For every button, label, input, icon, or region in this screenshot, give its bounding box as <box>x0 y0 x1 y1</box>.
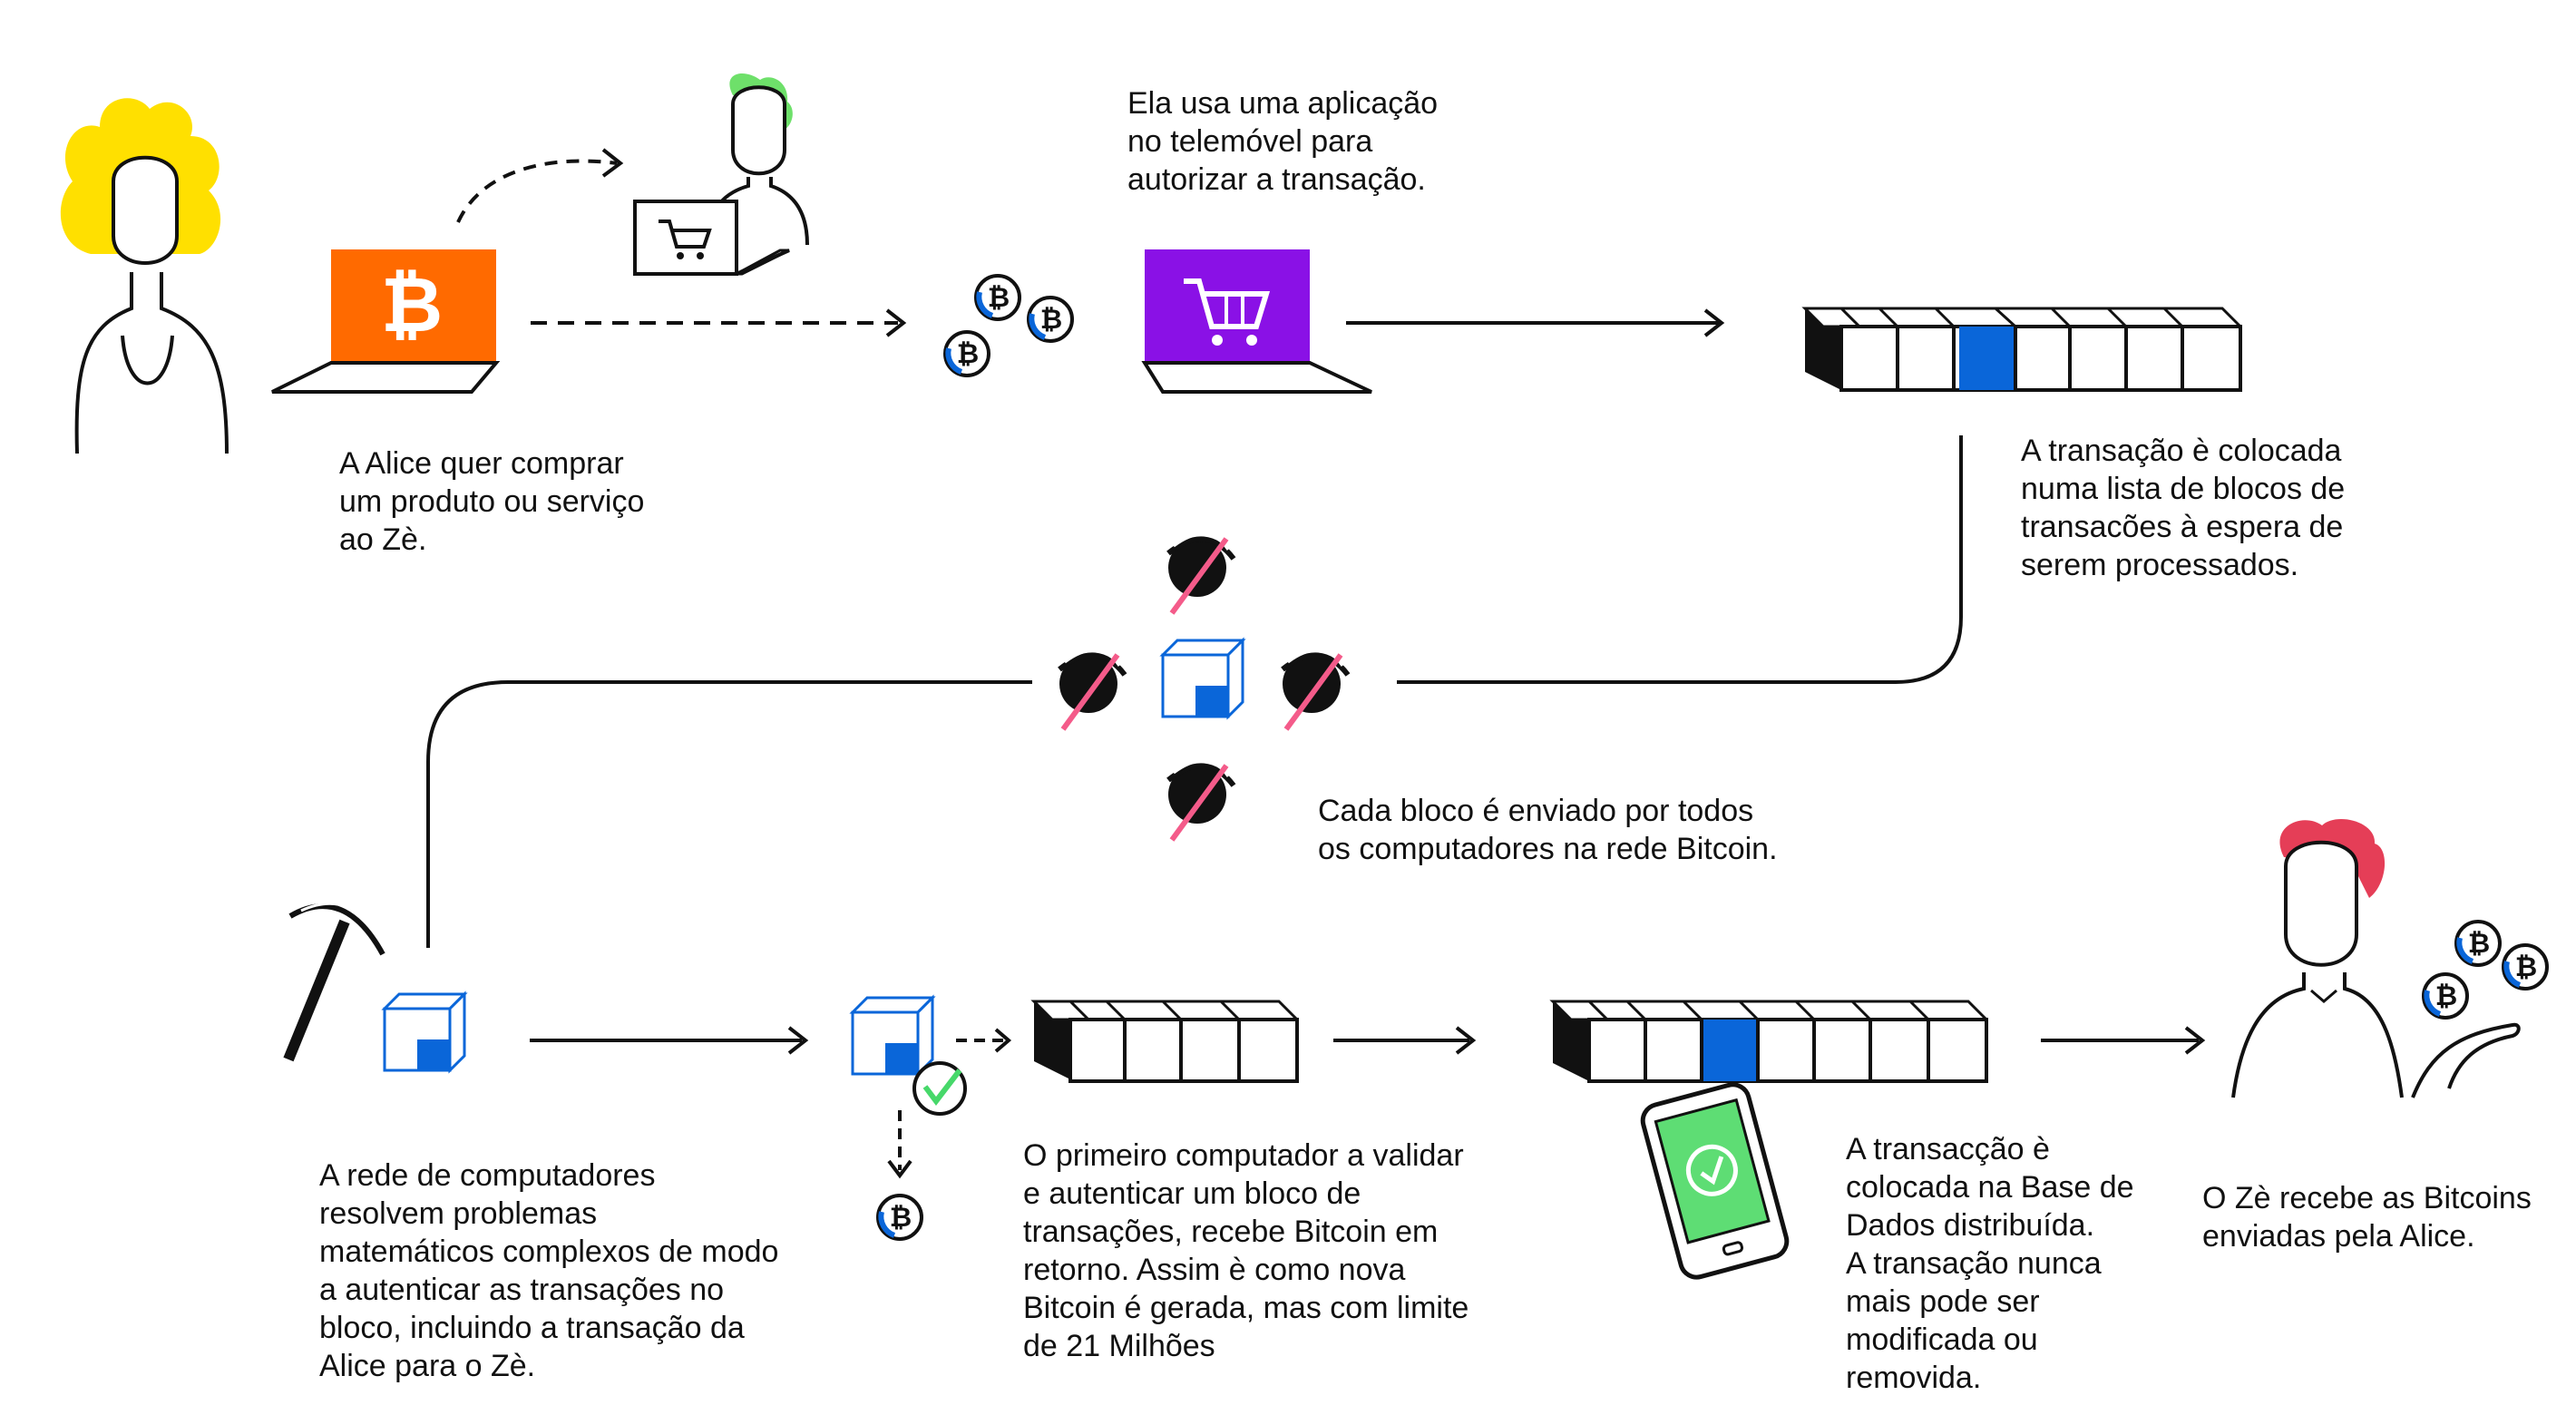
arrowhead <box>2184 1026 2206 1055</box>
caption-line: de 21 Milhões <box>1023 1329 1215 1363</box>
caption-broadcast: Cada bloco é enviado por todos os computa… <box>1318 792 1778 868</box>
caption-line: enviadas pela Alice. <box>2202 1219 2475 1254</box>
caption-line: Bitcoin é gerada, mas com limite <box>1023 1291 1469 1325</box>
laptop-bitcoin-icon: ₿ <box>271 249 501 394</box>
pickaxe-icon <box>1168 534 1234 613</box>
caption-line: A transação nunca <box>1846 1246 2102 1281</box>
caption-line: bloco, incluindo a transação da <box>319 1311 745 1345</box>
bitcoin-coin-icon <box>878 1195 922 1239</box>
caption-line: transacões à espera de <box>2021 510 2344 544</box>
caption-line: colocada na Base de <box>1846 1170 2134 1205</box>
cube-icon <box>383 992 466 1072</box>
bitcoin-coin-icon <box>2456 922 2500 965</box>
arrowhead <box>994 1028 1012 1053</box>
caption-line: e autenticar um bloco de <box>1023 1176 1361 1211</box>
caption-line: Alice para o Zè. <box>319 1349 536 1383</box>
caption-line: A rede de computadores <box>319 1158 656 1193</box>
bitcoin-coin-icon <box>976 276 1020 319</box>
caption-line: transações, recebe Bitcoin em <box>1023 1215 1439 1249</box>
caption-line: modificada ou <box>1846 1322 2038 1357</box>
caption-line: Cada bloco é enviado por todos <box>1318 794 1754 828</box>
cube-icon <box>1161 639 1244 718</box>
pickaxe-icon <box>1283 650 1348 729</box>
ze-figure <box>2231 818 2521 1098</box>
caption-line: Dados distribuída. <box>1846 1208 2095 1243</box>
caption-line: ao Zè. <box>339 522 427 557</box>
caption-line: O Zè recebe as Bitcoins <box>2202 1181 2532 1215</box>
block-queue-icon <box>1801 307 2242 392</box>
bitcoin-coin-icon <box>2503 945 2547 989</box>
arrowhead <box>885 308 907 337</box>
caption-line: resolvem problemas <box>319 1196 598 1231</box>
arrowhead <box>887 1159 912 1179</box>
caption-line: autorizar a transação. <box>1127 162 1426 197</box>
connector-queue-to-network <box>1397 435 1963 684</box>
pickaxe-icon <box>1059 650 1125 729</box>
arrowhead <box>601 148 624 178</box>
arrowhead <box>1455 1026 1477 1055</box>
check-icon <box>912 1061 967 1116</box>
caption-queue: A transação è colocada numa lista de bloc… <box>2021 432 2345 584</box>
caption-line: no telemóvel para <box>1127 124 1373 159</box>
dashed-arrow-to-merchant <box>456 159 618 223</box>
bitcoin-coin-icon <box>1029 298 1072 341</box>
caption-line: A Alice quer comprar <box>339 446 624 481</box>
caption-line: mais pode ser <box>1846 1284 2040 1319</box>
pickaxe-icon <box>283 902 385 1062</box>
caption-line: O primeiro computador a validar <box>1023 1138 1464 1173</box>
caption-line: a autenticar as transações no <box>319 1273 725 1307</box>
block-queue-icon <box>1549 1000 1988 1083</box>
connector-network-to-miner <box>426 680 1032 948</box>
block-queue-icon <box>1030 1000 1299 1083</box>
caption-line: retorno. Assim è como nova <box>1023 1253 1406 1287</box>
caption-line: removida. <box>1846 1361 1982 1395</box>
phone-icon <box>1640 1082 1790 1280</box>
bitcoin-coin-icon <box>2424 974 2467 1018</box>
caption-line: um produto ou serviço <box>339 484 645 519</box>
svg-text:₿: ₿ <box>381 260 443 349</box>
caption-line: numa lista de blocos de <box>2021 472 2346 506</box>
pickaxe-icon <box>1168 761 1234 840</box>
laptop-cart-icon <box>1141 249 1372 394</box>
arrowhead <box>1703 308 1725 337</box>
caption-line: os computadores na rede Bitcoin. <box>1318 832 1778 866</box>
caption-ze-receives: O Zè recebe as Bitcoins enviadas pela Ali… <box>2202 1179 2532 1255</box>
caption-line: matemáticos complexos de modo <box>319 1234 779 1269</box>
caption-line: A transação è colocada <box>2021 434 2342 468</box>
caption-line: A transacção è <box>1846 1132 2050 1166</box>
merchant-figure <box>633 73 809 276</box>
cube-icon <box>851 996 934 1076</box>
alice-figure <box>60 98 229 454</box>
caption-line: Ela usa uma aplicação <box>1127 86 1439 121</box>
caption-line: serem processados. <box>2021 548 2299 582</box>
arrowhead <box>787 1026 809 1055</box>
bitcoin-coin-icon <box>945 332 989 376</box>
